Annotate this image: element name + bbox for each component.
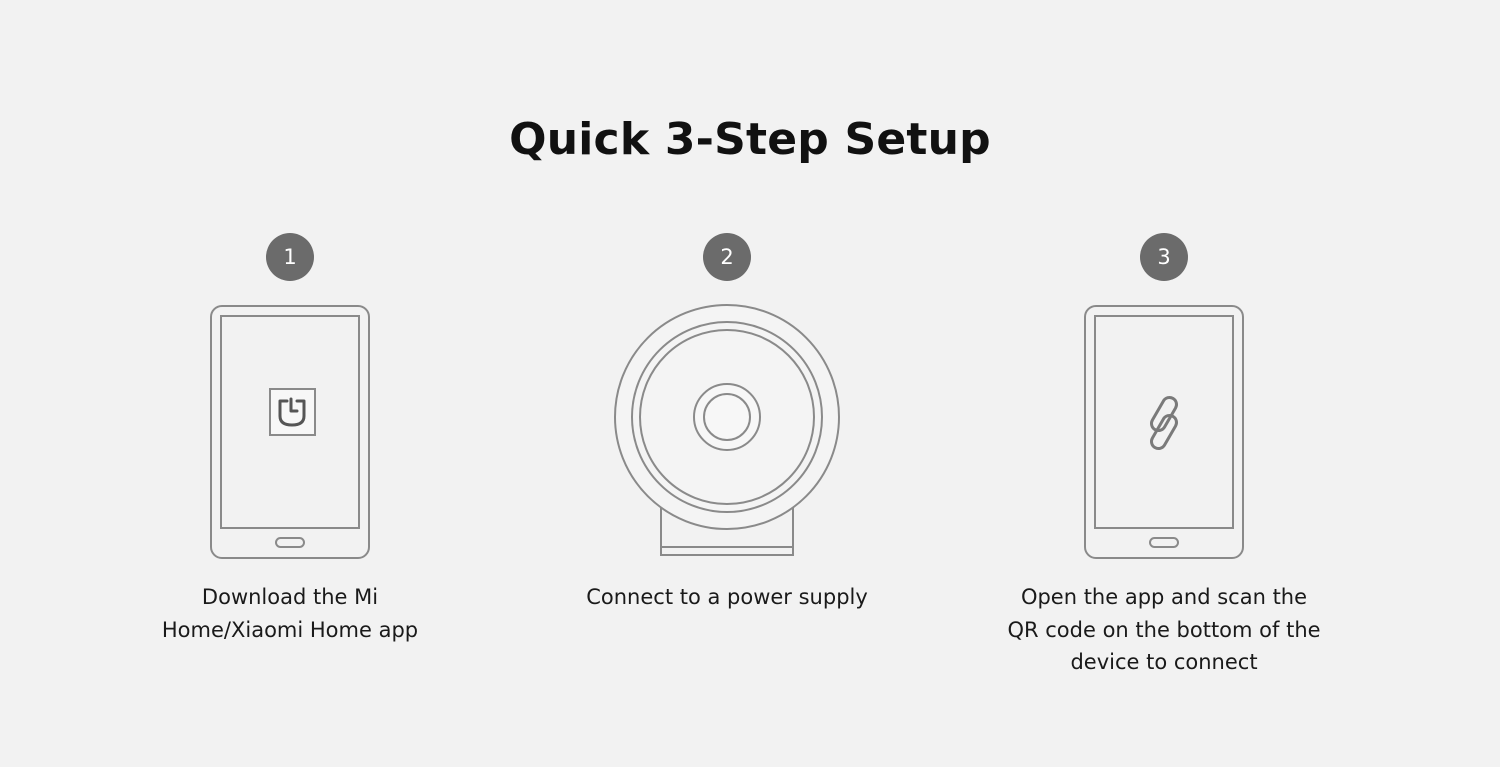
camera-device-icon (577, 301, 877, 566)
step-number-badge: 1 (266, 233, 314, 281)
caption-line: Download the Mi (201, 585, 379, 609)
caption-line: device to connect (1070, 650, 1258, 674)
step-1: 1 Download the Mi Home/Xiaomi Home app (80, 233, 500, 693)
step-caption: Open the app and scan the QR code on the… (954, 581, 1374, 679)
page-title: Quick 3-Step Setup (509, 114, 991, 165)
caption-line: Connect to a power supply (586, 585, 868, 609)
step-2: 2 Connect to a power supply (517, 233, 937, 693)
phone-with-link-icon (1014, 301, 1314, 566)
phone-with-mi-home-app-icon (140, 301, 440, 566)
step-caption: Connect to a power supply (517, 581, 937, 614)
caption-line: Home/Xiaomi Home app (161, 617, 419, 642)
caption-line: QR code on the bottom of the (1007, 617, 1321, 642)
step-number-badge: 2 (703, 233, 751, 281)
step-caption: Download the Mi Home/Xiaomi Home app (80, 581, 500, 646)
caption-line: Open the app and scan the (1020, 585, 1308, 609)
step-3: 3 Open the app and scan the QR code on t… (954, 233, 1374, 693)
step-number-badge: 3 (1140, 233, 1188, 281)
